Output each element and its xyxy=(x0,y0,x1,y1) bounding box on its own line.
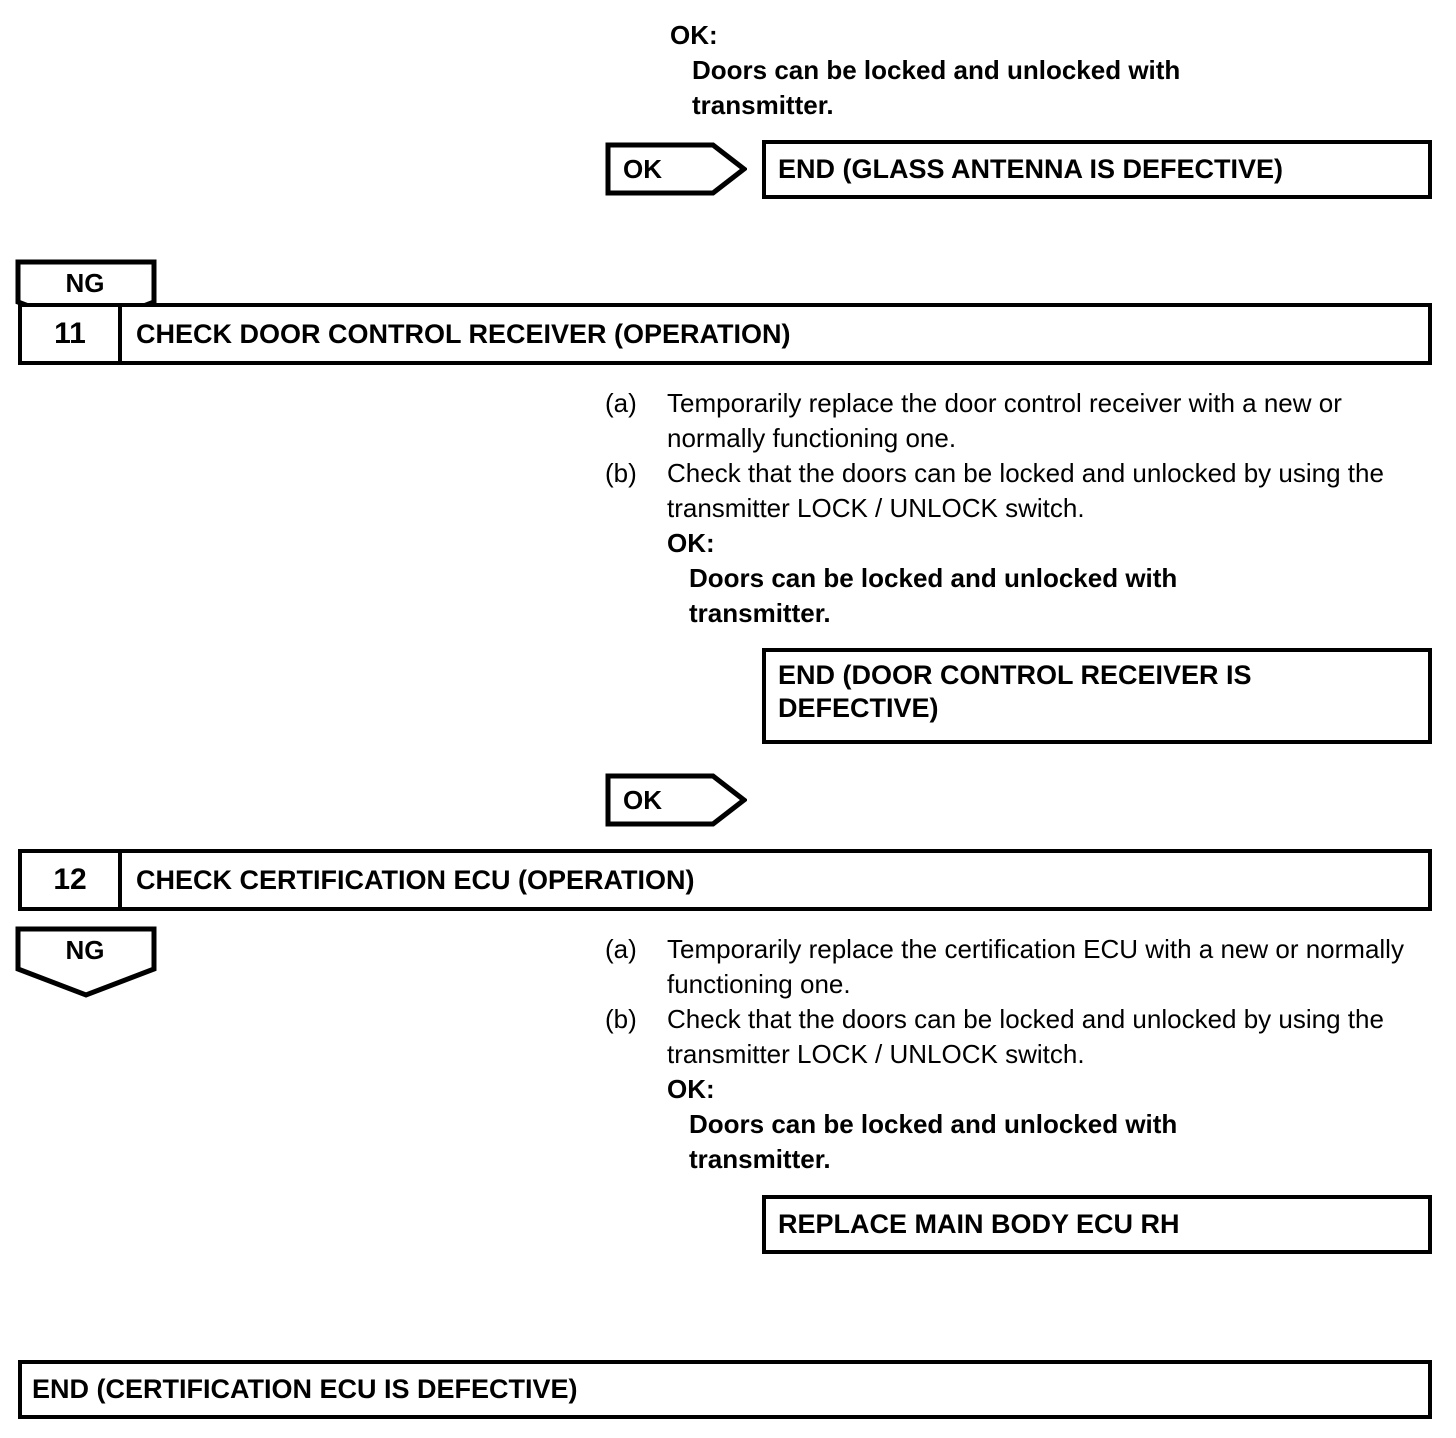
step-number-12: 12 xyxy=(22,853,122,907)
branch-arrow-label: OK xyxy=(623,153,662,184)
step-11-ok-label: OK: xyxy=(667,528,715,558)
step-12-ok-criteria-line-2: transmitter. xyxy=(689,1144,831,1174)
result-box-door-control-receiver-line-2: DEFECTIVE) xyxy=(778,692,939,723)
step-12-ok-label: OK: xyxy=(667,1074,715,1104)
pentagon-right-icon xyxy=(605,142,747,196)
step-12-item-b-text: Check that the doors can be locked and u… xyxy=(667,1004,1384,1069)
branch-arrow-label: OK xyxy=(623,784,662,815)
step-11-item-b-marker: (b) xyxy=(605,458,637,488)
step-11-item-b: (b) Check that the doors can be locked a… xyxy=(605,456,1445,526)
step-12-item-b: (b) Check that the doors can be locked a… xyxy=(605,1002,1445,1072)
flow-arrow-ng-label: NG xyxy=(65,267,105,298)
result-box-replace-main-body-ecu: REPLACE MAIN BODY ECU RH xyxy=(762,1195,1432,1254)
result-box-final-text: END (CERTIFICATION ECU IS DEFECTIVE) xyxy=(32,1374,578,1405)
step-11-ok-criteria-line-1: Doors can be locked and unlocked with xyxy=(689,563,1178,593)
step-11-ok-criteria-line-2: transmitter. xyxy=(689,598,831,628)
step-12-item-a-text: Temporarily replace the certification EC… xyxy=(667,934,1404,999)
step-12-item-a: (a) Temporarily replace the certificatio… xyxy=(605,932,1445,1002)
step-12-item-a-marker: (a) xyxy=(605,934,637,964)
step-12-ok-criteria-line-1: Doors can be locked and unlocked with xyxy=(689,1109,1178,1139)
top-ok-criteria-line-1: Doors can be locked and unlocked with xyxy=(692,55,1181,85)
branch-arrow-ok-door-control-receiver[interactable]: OK xyxy=(605,773,747,827)
step-number-11: 11 xyxy=(22,307,122,361)
top-ok-label: OK: xyxy=(670,20,718,50)
flow-arrow-ng-label: NG xyxy=(65,934,105,965)
step-header-12: 12 CHECK CERTIFICATION ECU (OPERATION) xyxy=(18,849,1432,911)
step-11-item-a-text: Temporarily replace the door control rec… xyxy=(667,388,1342,453)
result-box-glass-antenna: END (GLASS ANTENNA IS DEFECTIVE) xyxy=(762,140,1432,199)
result-box-glass-antenna-text: END (GLASS ANTENNA IS DEFECTIVE) xyxy=(778,154,1284,185)
top-ok-criteria-line-2: transmitter. xyxy=(692,90,834,120)
result-box-door-control-receiver: END (DOOR CONTROL RECEIVER IS DEFECTIVE) xyxy=(762,648,1432,744)
pentagon-down-icon xyxy=(15,926,157,998)
step-11-procedure: (a) Temporarily replace the door control… xyxy=(605,386,1445,631)
step-header-11: 11 CHECK DOOR CONTROL RECEIVER (OPERATIO… xyxy=(18,303,1432,365)
step-11-item-a-marker: (a) xyxy=(605,388,637,418)
result-box-final-certification-ecu: END (CERTIFICATION ECU IS DEFECTIVE) xyxy=(18,1360,1432,1419)
step-11-item-a: (a) Temporarily replace the door control… xyxy=(605,386,1445,456)
step-12-item-b-marker: (b) xyxy=(605,1004,637,1034)
step-11-item-b-text: Check that the doors can be locked and u… xyxy=(667,458,1384,523)
branch-arrow-ok-glass-antenna[interactable]: OK xyxy=(605,142,747,196)
flow-arrow-ng-to-step-12[interactable]: NG xyxy=(15,926,157,998)
result-box-replace-main-body-ecu-text: REPLACE MAIN BODY ECU RH xyxy=(778,1209,1180,1240)
top-ok-criteria-block: OK: Doors can be locked and unlocked wit… xyxy=(670,18,1180,123)
step-title-11: CHECK DOOR CONTROL RECEIVER (OPERATION) xyxy=(136,318,791,349)
step-12-procedure: (a) Temporarily replace the certificatio… xyxy=(605,932,1445,1177)
result-box-door-control-receiver-line-1: END (DOOR CONTROL RECEIVER IS xyxy=(778,660,1252,690)
pentagon-right-icon xyxy=(605,773,747,827)
step-title-12: CHECK CERTIFICATION ECU (OPERATION) xyxy=(136,864,695,895)
